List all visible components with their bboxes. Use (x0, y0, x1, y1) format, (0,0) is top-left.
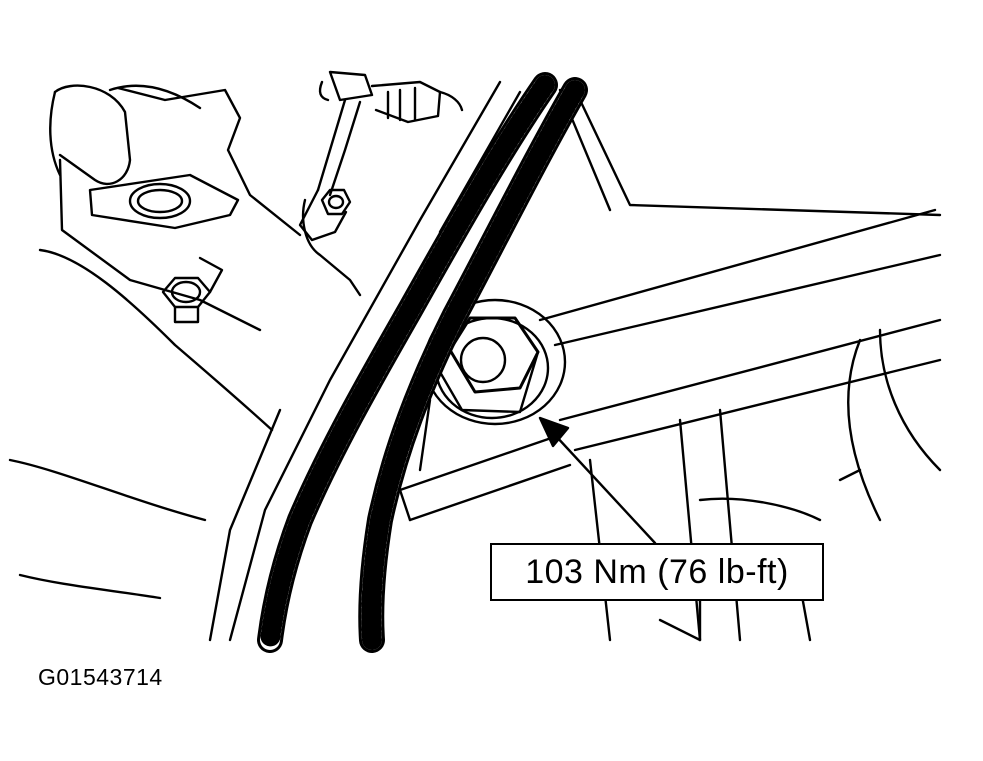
wiring-harness-left (257, 72, 558, 653)
wiring-harness-right (358, 77, 588, 653)
torque-label: 103 Nm (76 lb-ft) (525, 552, 789, 591)
left-hex-bolt (161, 256, 224, 324)
sensor-connector (298, 70, 464, 297)
crossmember (398, 88, 942, 642)
engine-housing (8, 84, 302, 600)
torque-callout: 103 Nm (76 lb-ft) (490, 543, 824, 601)
bracket-bolt (320, 188, 352, 216)
figure-id: G01543714 (38, 664, 163, 690)
arrow-icon (538, 416, 657, 545)
